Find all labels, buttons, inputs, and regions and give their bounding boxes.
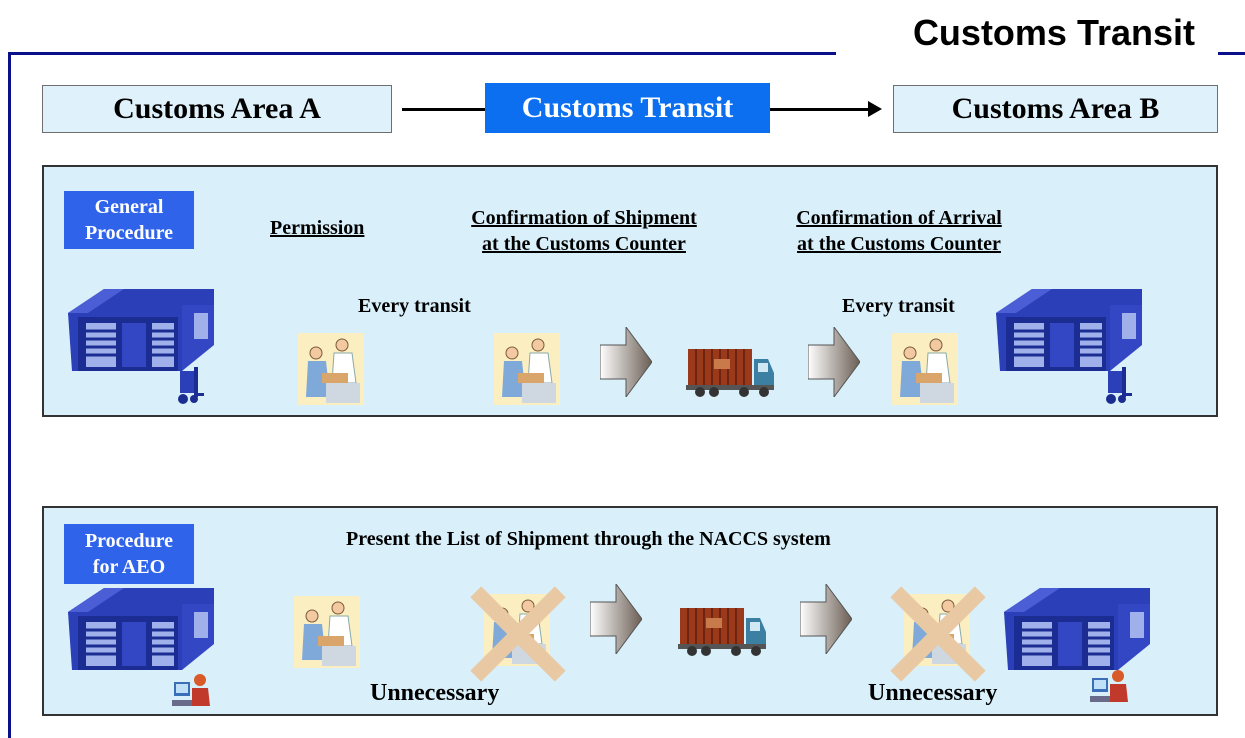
flow-arrow-line (770, 108, 870, 111)
general-procedure-tag-line2: Procedure (84, 222, 174, 244)
naccs-note: Present the List of Shipment through the… (346, 528, 831, 550)
step-confirmation-arrival: Confirmation of Arrival at the Customs C… (764, 205, 1034, 257)
warehouse-destination-icon (992, 285, 1152, 375)
step-confirmation-arrival-line1: Confirmation of Arrival (796, 207, 1002, 229)
unnecessary-label-2: Unnecessary (868, 680, 998, 706)
customs-transit-box: Customs Transit (485, 83, 770, 133)
frame-left-line (8, 52, 11, 738)
customs-area-b-box: Customs Area B (893, 85, 1218, 133)
warehouse-destination-icon (1000, 584, 1160, 674)
step-confirmation-shipment: Confirmation of Shipment at the Customs … (434, 205, 734, 257)
warehouse-origin-icon (64, 584, 224, 674)
general-procedure-tag-line1: General (94, 196, 164, 218)
naccs-operator-origin-icon (172, 670, 212, 710)
aeo-procedure-tag-line2: for AEO (92, 556, 166, 578)
page-title: Customs Transit (912, 12, 1195, 53)
every-transit-label-1: Every transit (358, 295, 471, 317)
every-transit-label-2: Every transit (842, 295, 955, 317)
flow-arrow-icon-1 (590, 584, 642, 654)
step-confirmation-arrival-line2: at the Customs Counter (797, 233, 1001, 255)
flow-arrow-icon-2 (800, 584, 852, 654)
customs-officer-permission-icon (298, 333, 364, 405)
naccs-operator-destination-icon (1090, 666, 1130, 706)
flow-arrow-head-icon (868, 101, 882, 117)
forklift-destination-icon (1102, 365, 1132, 405)
customs-officer-shipment-icon (494, 333, 560, 405)
step-confirmation-shipment-line2: at the Customs Counter (482, 233, 686, 255)
truck-icon (676, 604, 768, 660)
flow-arrow-icon-1 (600, 327, 652, 397)
customs-officer-arrival-icon (892, 333, 958, 405)
step-permission: Permission (270, 217, 365, 239)
flow-connector-line (402, 108, 485, 111)
truck-icon (684, 345, 776, 401)
general-procedure-tag: General Procedure (64, 191, 194, 249)
general-procedure-panel: General Procedure Permission Confirmatio… (42, 165, 1218, 417)
customs-officer-permission-icon (294, 596, 360, 668)
flow-arrow-icon-2 (808, 327, 860, 397)
frame-top-line (8, 52, 836, 55)
cross-out-icon-shipment (470, 586, 566, 682)
aeo-procedure-panel: Procedure for AEO Present the List of Sh… (42, 506, 1218, 716)
warehouse-origin-icon (64, 285, 224, 375)
forklift-origin-icon (174, 365, 204, 405)
frame-top-line-right (1218, 52, 1245, 55)
aeo-procedure-tag: Procedure for AEO (64, 524, 194, 584)
cross-out-icon-arrival (890, 586, 986, 682)
step-confirmation-shipment-line1: Confirmation of Shipment (471, 207, 697, 229)
customs-area-a-box: Customs Area A (42, 85, 392, 133)
aeo-procedure-tag-line1: Procedure (84, 530, 174, 552)
unnecessary-label-1: Unnecessary (370, 680, 500, 706)
